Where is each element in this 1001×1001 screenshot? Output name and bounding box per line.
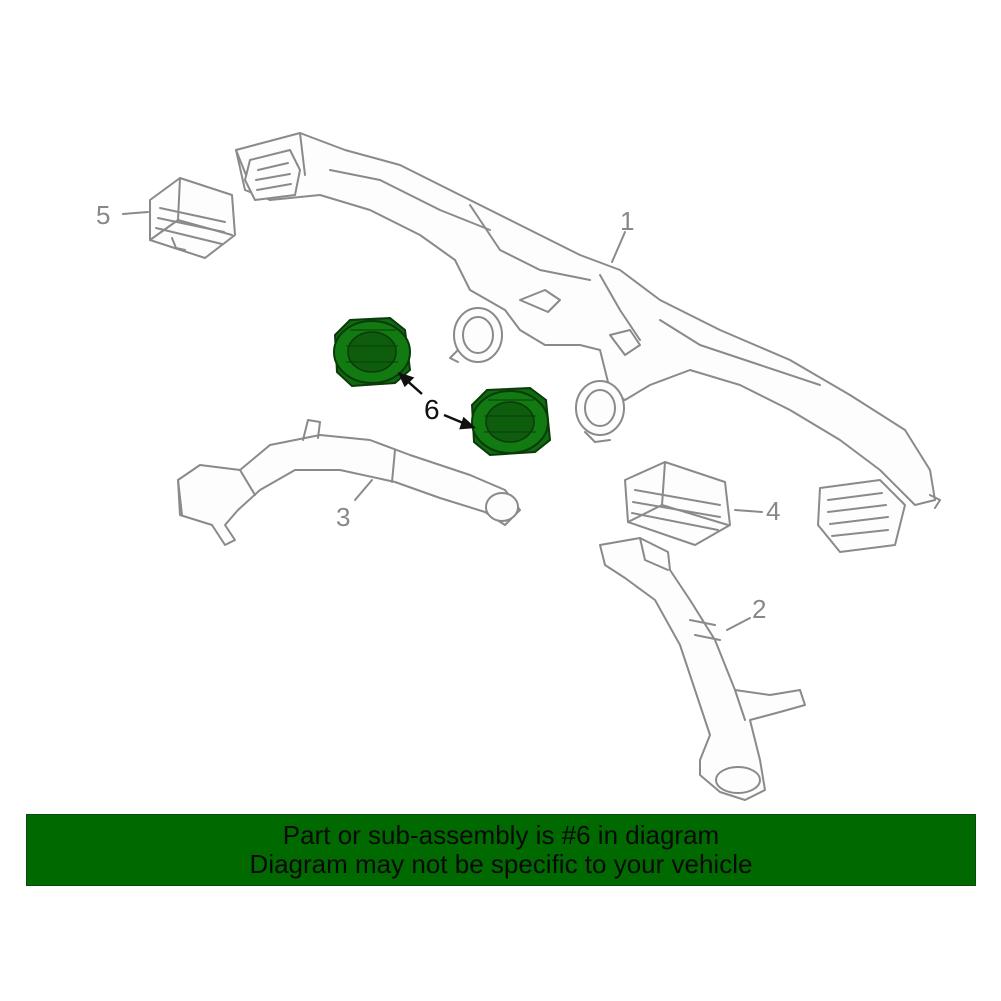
notice-line-2: Diagram may not be specific to your vehi… bbox=[249, 849, 753, 879]
notice-banner: Part or sub-assembly is #6 in diagram Di… bbox=[26, 814, 976, 886]
vent-part-5 bbox=[149, 177, 236, 259]
bezel-part-6-a bbox=[333, 316, 412, 388]
main-duct-part-1 bbox=[235, 132, 941, 553]
floor-duct-part-2 bbox=[599, 537, 806, 801]
callout-2: 2 bbox=[752, 594, 767, 624]
notice-line-1: Part or sub-assembly is #6 in diagram bbox=[282, 819, 720, 850]
callout-1: 1 bbox=[620, 206, 635, 236]
callout-leaders bbox=[122, 211, 763, 631]
bezel-part-6-b bbox=[470, 386, 552, 457]
callout-4: 4 bbox=[766, 496, 781, 526]
callout-6: 6 bbox=[424, 394, 440, 425]
side-duct-part-3 bbox=[177, 419, 521, 546]
callout-5: 5 bbox=[96, 200, 111, 230]
vent-part-4 bbox=[624, 461, 731, 546]
callout-6-arrows bbox=[397, 371, 477, 430]
callout-3: 3 bbox=[336, 502, 351, 532]
